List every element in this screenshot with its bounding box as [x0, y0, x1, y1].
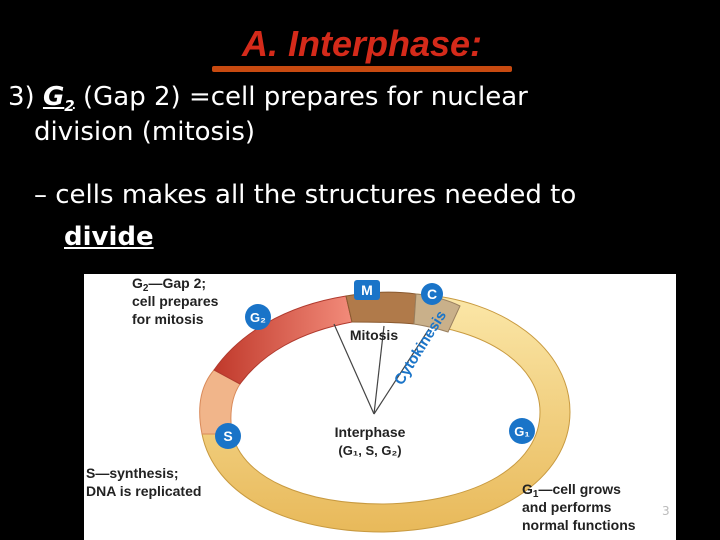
cell-cycle-svg: M C G₂ S G₁ Mitosis Cytokinesis Interpha…: [86, 275, 636, 533]
s-description: S—synthesis; DNA is replicated: [86, 465, 201, 499]
svg-text:and performs: and performs: [522, 499, 612, 515]
g2-description: G2—Gap 2; cell prepares for mitosis: [132, 275, 219, 327]
g2-ring: [213, 295, 353, 385]
title-underline: [212, 66, 512, 72]
badge-m: M: [354, 280, 380, 300]
svg-text:cell prepares: cell prepares: [132, 293, 219, 309]
sub-point-line-1: – cells makes all the structures needed …: [34, 172, 576, 218]
g2-letter: G: [42, 82, 65, 112]
slide-title: A. Interphase:: [241, 23, 483, 64]
svg-text:G₁: G₁: [514, 424, 530, 439]
point-line-2: division (mitosis): [34, 117, 256, 147]
g1-s-ring: [201, 293, 571, 533]
badge-s: S: [215, 423, 241, 449]
svg-text:G1—cell grows: G1—cell grows: [522, 481, 621, 500]
g1-description: G1—cell grows and performs normal functi…: [522, 481, 636, 533]
point-number: 3): [8, 82, 35, 112]
interphase-phases: (G₁, S, G₂): [338, 443, 401, 458]
badge-c: C: [421, 283, 443, 305]
cell-cycle-diagram: M C G₂ S G₁ Mitosis Cytokinesis Interpha…: [84, 274, 676, 540]
badge-g1: G₁: [509, 418, 535, 444]
svg-text:M: M: [361, 282, 373, 298]
svg-text:for mitosis: for mitosis: [132, 311, 204, 327]
pointer-line-m: [333, 323, 375, 415]
badge-g2: G₂: [245, 304, 271, 330]
pointer-line-mid: [373, 325, 385, 415]
page-number: 3: [662, 504, 670, 518]
pointer-line-c: [373, 328, 430, 415]
svg-text:DNA is replicated: DNA is replicated: [86, 483, 201, 499]
divide-word: divide: [64, 222, 154, 252]
sub-text: cells makes all the structures needed to: [47, 180, 577, 210]
mitosis-label: Mitosis: [350, 327, 398, 343]
svg-text:S—synthesis;: S—synthesis;: [86, 465, 179, 481]
g2-term: G2: [42, 82, 75, 116]
svg-text:C: C: [427, 286, 437, 302]
point-line-1: 3) G2 (Gap 2) =cell prepares for nuclear: [8, 74, 528, 129]
interphase-label: Interphase: [335, 424, 406, 440]
svg-text:S: S: [223, 428, 232, 444]
svg-text:G2—Gap 2;: G2—Gap 2;: [132, 275, 206, 294]
sub-dash: –: [34, 180, 47, 210]
sub-point-line-2: divide: [64, 214, 154, 260]
svg-text:normal functions: normal functions: [522, 517, 636, 533]
point-rest: (Gap 2) =cell prepares for nuclear: [74, 82, 528, 112]
g2-subscript: 2: [64, 97, 75, 116]
svg-text:G₂: G₂: [250, 310, 266, 325]
